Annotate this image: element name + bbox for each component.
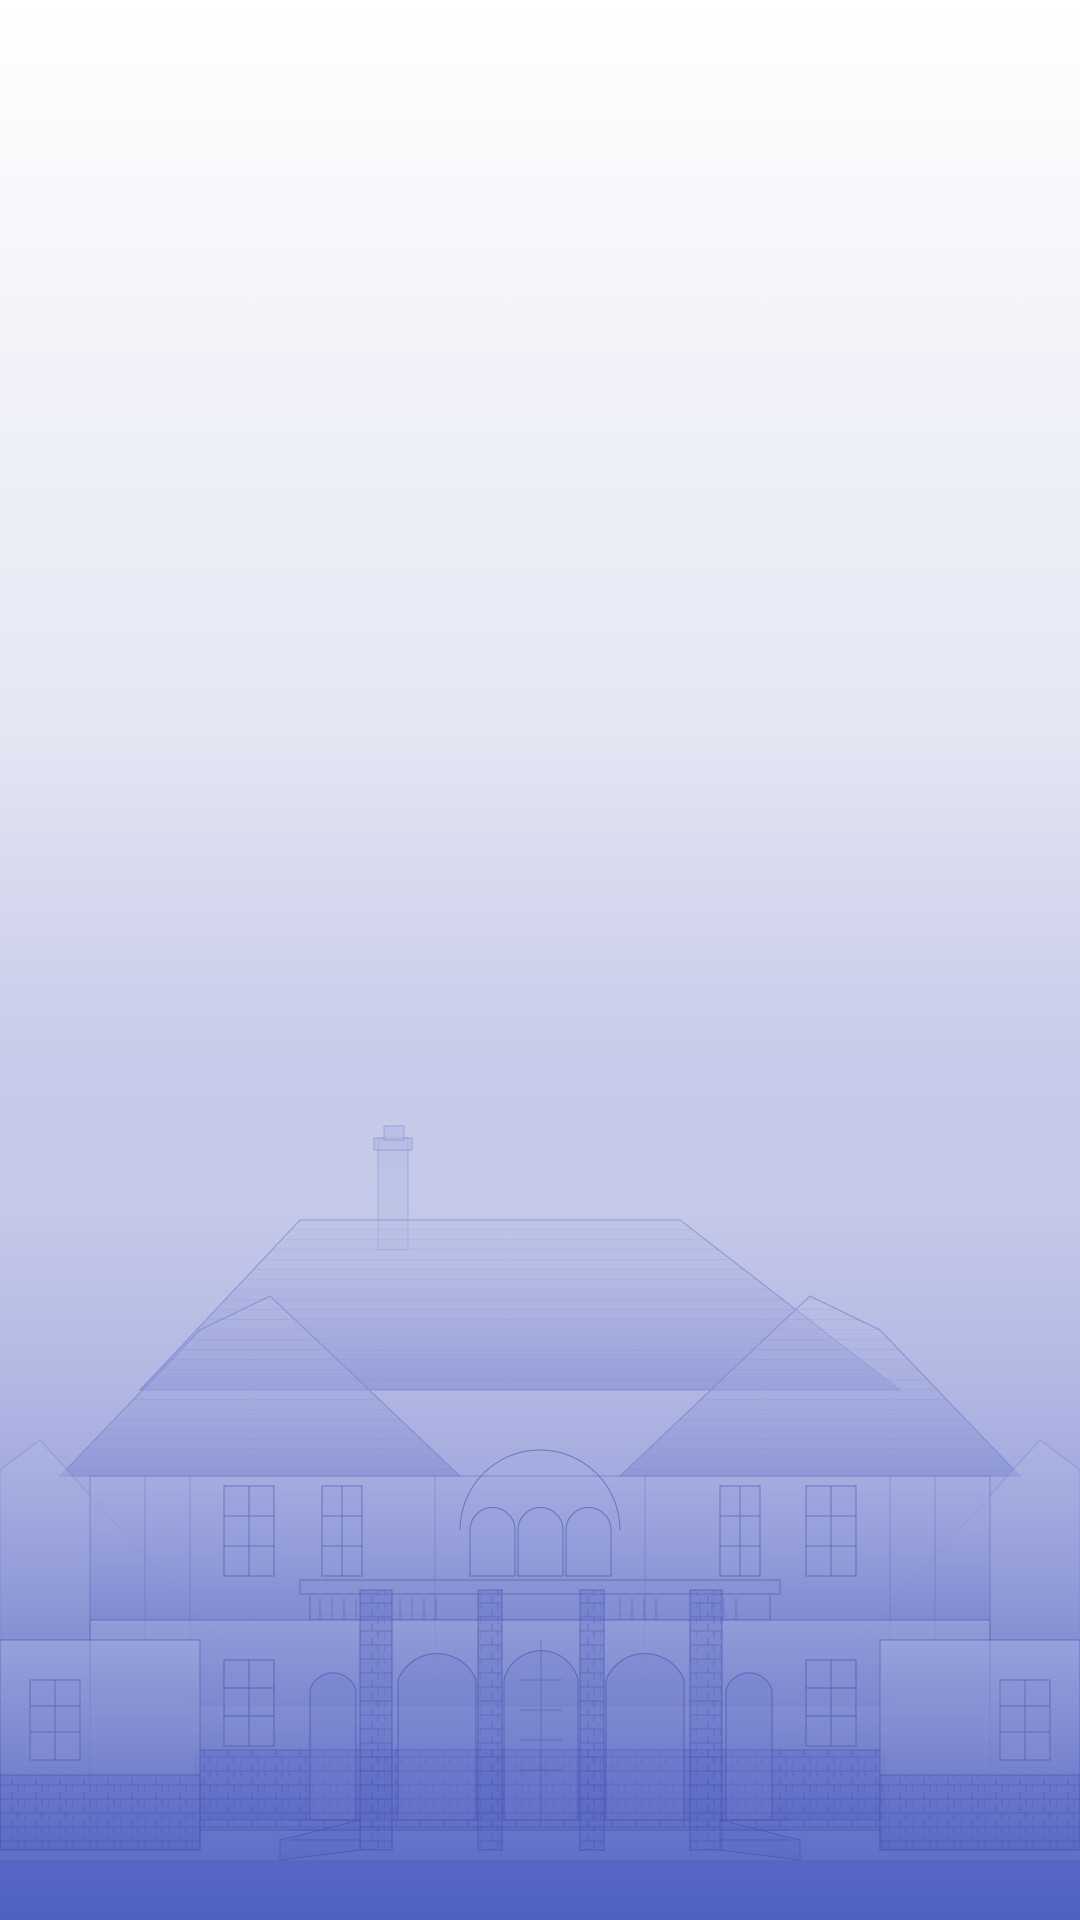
left-wing bbox=[0, 1639, 201, 1851]
balcony bbox=[299, 1579, 781, 1621]
columns bbox=[359, 1589, 723, 1851]
arcade-arches bbox=[309, 1640, 773, 1821]
lower-windows bbox=[223, 1659, 857, 1747]
right-wing bbox=[879, 1639, 1080, 1851]
front-stairs bbox=[279, 1819, 801, 1861]
ground bbox=[0, 1860, 1080, 1920]
main-roof bbox=[0, 1219, 1080, 1641]
house-illustration bbox=[0, 1125, 1080, 1920]
upper-windows bbox=[223, 1449, 857, 1577]
